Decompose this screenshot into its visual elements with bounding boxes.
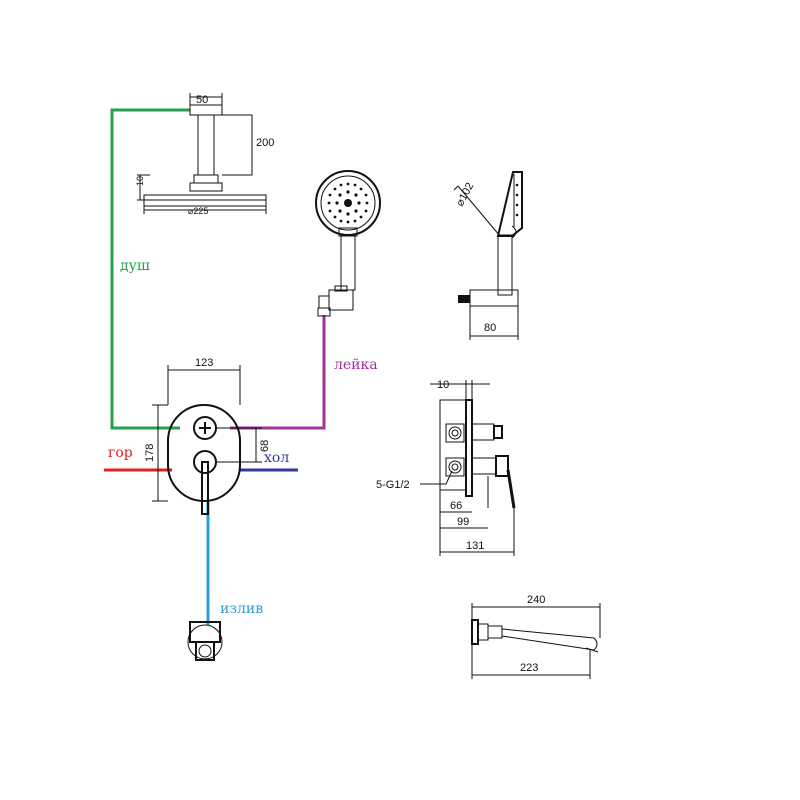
- dim-head-arm-width: 50: [196, 94, 208, 106]
- dim-plate-width: 123: [195, 357, 213, 369]
- dim-head-arm-length: 200: [256, 137, 274, 149]
- mixer-front-plate: [152, 365, 262, 515]
- label-spout: излив: [220, 601, 263, 617]
- hand-shower-front: [315, 170, 381, 317]
- spout-front: [187, 621, 223, 661]
- dim-holder-width: 80: [484, 322, 496, 334]
- label-cold: хол: [264, 450, 289, 466]
- dim-side-top: 10: [437, 379, 449, 391]
- dim-side-66: 66: [450, 500, 462, 512]
- dim-spout-reach: 223: [520, 662, 538, 674]
- spray-nozzles: [327, 182, 369, 224]
- label-shower: душ: [120, 258, 150, 274]
- pipe-shower: [110, 108, 190, 430]
- label-handshower: лейка: [334, 357, 378, 373]
- dim-plate-height: 178: [144, 444, 156, 462]
- dim-side-99: 99: [457, 516, 469, 528]
- pipe-handshower: [230, 315, 326, 430]
- dim-handle-spacing: 68: [259, 440, 271, 452]
- hand-shower-side: [453, 171, 523, 340]
- dim-head-thickness: 10: [135, 176, 145, 186]
- mixer-side-view: [420, 380, 516, 556]
- label-hot: гор: [108, 445, 133, 461]
- dim-side-thread: 5-G1/2: [376, 479, 410, 491]
- dim-head-diameter: ⌀225: [188, 206, 208, 216]
- overhead-shower: [137, 93, 267, 214]
- dim-spout-total: 240: [527, 594, 545, 606]
- dim-side-131: 131: [466, 540, 484, 552]
- spout-side: [471, 603, 601, 679]
